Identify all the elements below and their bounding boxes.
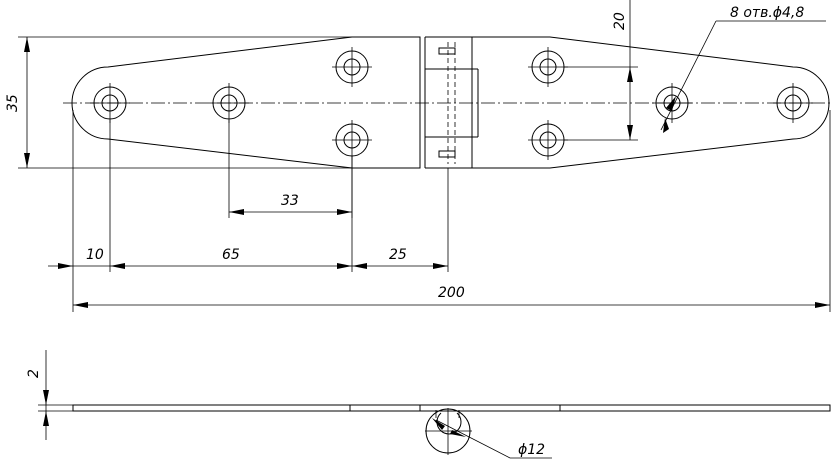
- dimension-25-label: 25: [389, 247, 407, 263]
- dimension-chain: 10 65 25: [48, 110, 449, 312]
- holes-callout: 8 отв.ϕ4,8: [660, 5, 826, 133]
- mounting-holes: [90, 47, 813, 160]
- hole: [332, 120, 372, 160]
- dimension-20: 20: [564, 0, 638, 141]
- dimension-2: 2: [26, 350, 73, 440]
- hole: [773, 83, 813, 123]
- hole: [528, 47, 568, 87]
- dimension-35-label: 35: [5, 94, 21, 112]
- pin-callout-label: ϕ12: [518, 442, 545, 458]
- dimension-10-label: 10: [86, 247, 104, 263]
- knuckle: [424, 36, 479, 169]
- hole: [528, 120, 568, 160]
- hinge-top-view: [71, 36, 830, 169]
- dimension-35: 35: [5, 36, 420, 169]
- dimension-33: 33: [228, 120, 353, 218]
- barrel-section: [425, 408, 472, 455]
- dimension-200-label: 200: [438, 285, 465, 301]
- left-leaf-outline: [71, 36, 421, 169]
- hole: [209, 83, 249, 123]
- dimension-33-label: 33: [281, 193, 299, 209]
- hole: [90, 83, 130, 123]
- dimension-65-label: 65: [222, 247, 240, 263]
- hole: [652, 83, 692, 123]
- dimension-200: 200: [73, 110, 831, 312]
- right-leaf-outline: [471, 36, 830, 169]
- holes-callout-label: 8 отв.ϕ4,8: [730, 5, 804, 21]
- hole: [332, 47, 372, 87]
- dimension-2-label: 2: [26, 369, 42, 378]
- pin-callout: ϕ12: [432, 418, 552, 459]
- hinge-side-view: [72, 404, 831, 412]
- dimension-20-label: 20: [612, 12, 628, 30]
